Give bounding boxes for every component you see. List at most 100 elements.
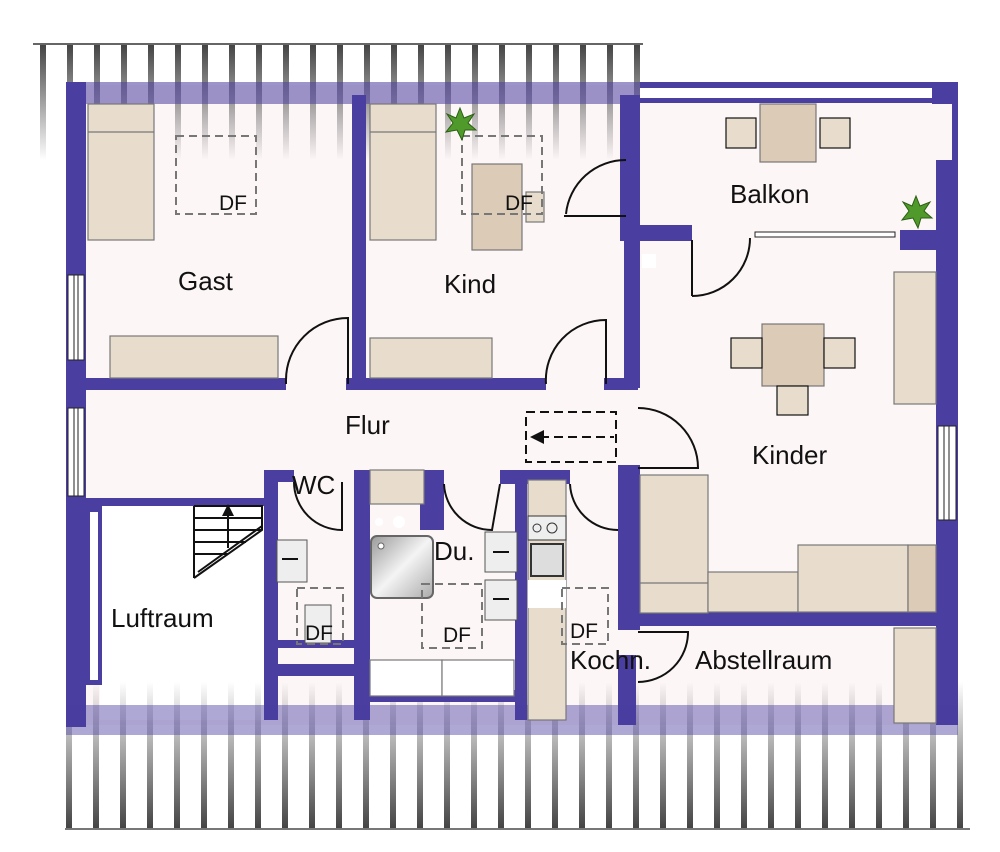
roof-edge-top bbox=[33, 43, 643, 45]
door-du bbox=[443, 483, 501, 532]
rafter bbox=[795, 682, 801, 828]
rafter bbox=[417, 682, 423, 828]
rafter bbox=[849, 682, 855, 828]
room-label-gast: Gast bbox=[178, 266, 234, 296]
rafter bbox=[957, 682, 963, 828]
chair-balkon-right bbox=[819, 117, 851, 149]
skylight-kind bbox=[461, 135, 543, 215]
kitchen-worktop bbox=[528, 580, 566, 608]
rafter bbox=[93, 682, 99, 828]
pipe-icon bbox=[393, 516, 405, 528]
skylight-label: DF bbox=[443, 624, 471, 647]
shower-drain bbox=[377, 542, 385, 550]
room-label-abstellraum: Abstellraum bbox=[695, 645, 832, 675]
stair-arrow-head bbox=[222, 504, 234, 516]
toilet-icon bbox=[304, 604, 332, 644]
roof-edge-bottom bbox=[65, 828, 970, 830]
rafter bbox=[120, 682, 126, 828]
room-label-balkon: Balkon bbox=[730, 179, 810, 209]
direction-arrow-icon bbox=[530, 430, 544, 444]
skylight-label: DF bbox=[219, 192, 247, 215]
skylight-label: DF bbox=[305, 622, 333, 645]
washer bbox=[369, 469, 425, 505]
door-wc bbox=[293, 481, 343, 532]
room-label-kinder: Kinder bbox=[752, 440, 827, 470]
rafter bbox=[768, 682, 774, 828]
skylight-wc bbox=[296, 587, 344, 645]
stove-burner bbox=[546, 522, 558, 534]
rafter bbox=[822, 682, 828, 828]
room-label-kind: Kind bbox=[444, 269, 496, 299]
rafter bbox=[228, 682, 234, 828]
chair-balkon-left bbox=[725, 117, 757, 149]
door-abstell bbox=[637, 631, 690, 683]
skylights bbox=[175, 135, 609, 649]
attic-hatch bbox=[525, 411, 617, 463]
desk-kind bbox=[471, 163, 523, 251]
rafter bbox=[633, 682, 639, 828]
rafter bbox=[147, 682, 153, 828]
luftraum-railing bbox=[90, 512, 98, 680]
bed-kinder bbox=[639, 474, 709, 614]
rafter bbox=[255, 682, 261, 828]
pipe-icon bbox=[375, 518, 383, 526]
room-label-du: Du. bbox=[434, 536, 474, 566]
doors bbox=[285, 158, 751, 683]
rafter bbox=[309, 682, 315, 828]
rafter bbox=[606, 682, 612, 828]
rafter bbox=[40, 45, 46, 160]
chimney-shaft bbox=[642, 254, 656, 268]
table-kinder bbox=[761, 323, 825, 387]
stove-burner bbox=[532, 523, 542, 533]
rafter bbox=[363, 682, 369, 828]
room-label-kochn: Kochn. bbox=[570, 645, 651, 675]
windows bbox=[67, 231, 957, 521]
bed-kind bbox=[369, 103, 437, 241]
roof-rafters-bottom bbox=[66, 682, 963, 828]
rafter bbox=[552, 682, 558, 828]
sanitary bbox=[276, 531, 518, 644]
skylight-kochn bbox=[561, 587, 609, 645]
rafter bbox=[741, 682, 747, 828]
skylight-gast bbox=[175, 135, 257, 215]
door-kinder bbox=[637, 407, 700, 469]
rafter bbox=[579, 682, 585, 828]
rafter bbox=[336, 682, 342, 828]
room-label-wc: WC bbox=[292, 470, 335, 500]
rafter bbox=[876, 682, 882, 828]
door-kind bbox=[544, 318, 607, 385]
skylight-du bbox=[421, 583, 483, 649]
walls bbox=[66, 82, 958, 735]
plant-icon bbox=[900, 194, 934, 230]
skylight-label: DF bbox=[505, 192, 533, 215]
rafter bbox=[714, 682, 720, 828]
room-label-luftraum: Luftraum bbox=[111, 603, 214, 633]
rafter bbox=[390, 682, 396, 828]
skylight-label: DF bbox=[570, 620, 598, 643]
wardrobe-kinder bbox=[893, 271, 937, 405]
sink-icon bbox=[276, 539, 308, 583]
rafter bbox=[201, 682, 207, 828]
door-kochn bbox=[569, 483, 619, 532]
shower-tray-icon bbox=[370, 535, 434, 599]
rafter bbox=[687, 682, 693, 828]
rafter bbox=[66, 682, 72, 828]
sofa-kind bbox=[369, 337, 493, 379]
rafter bbox=[525, 682, 531, 828]
sink-icon bbox=[484, 531, 518, 573]
door-gast bbox=[285, 316, 349, 384]
rafter bbox=[444, 682, 450, 828]
rafter bbox=[174, 682, 180, 828]
door-balkon bbox=[691, 237, 751, 297]
bed-gast bbox=[87, 103, 155, 241]
kitchen-sink-icon bbox=[530, 543, 564, 577]
rafter bbox=[282, 682, 288, 828]
rafter bbox=[660, 682, 666, 828]
rafter bbox=[930, 682, 936, 828]
rafter bbox=[903, 682, 909, 828]
shelf-abstell bbox=[893, 627, 937, 724]
room-label-flur: Flur bbox=[345, 410, 390, 440]
rafter bbox=[498, 682, 504, 828]
sofa-gast bbox=[109, 335, 279, 379]
